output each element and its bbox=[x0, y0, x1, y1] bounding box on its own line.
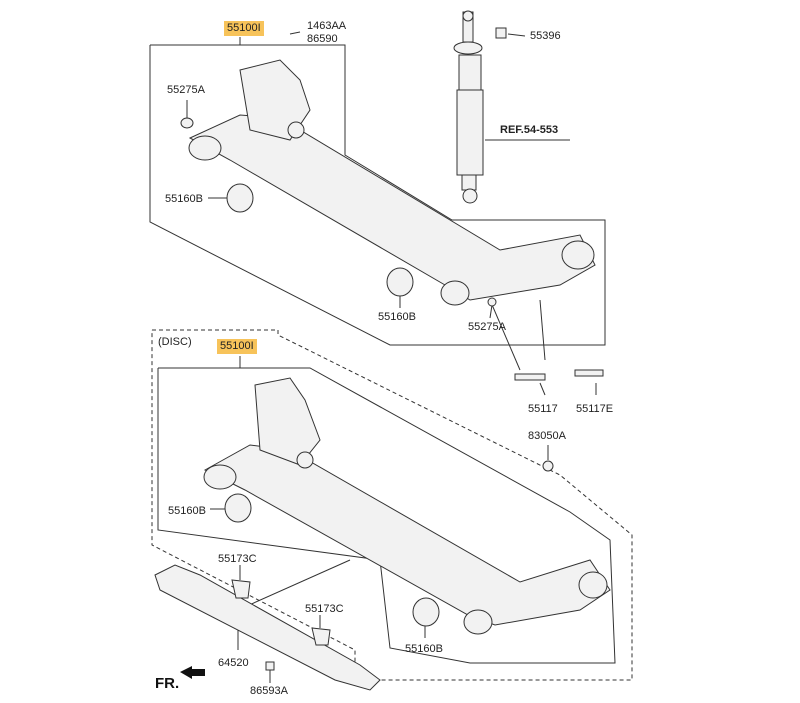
label-55117: 55117 bbox=[528, 403, 558, 415]
label-86593a: 86593A bbox=[250, 685, 288, 697]
disc-dashed-frame bbox=[151, 329, 633, 681]
bracket-assembly bbox=[154, 564, 381, 691]
label-fr: FR. bbox=[155, 675, 180, 692]
label-55100i-1: 55100I bbox=[224, 21, 264, 36]
label-55173c-1: 55173C bbox=[218, 553, 257, 565]
leader-1463aa bbox=[289, 31, 301, 35]
label-55160b-2: 55160B bbox=[378, 311, 416, 323]
label-64520: 64520 bbox=[218, 657, 249, 669]
label-55117e: 55117E bbox=[576, 403, 614, 415]
label-86590: 86590 bbox=[307, 33, 338, 45]
label-55396: 55396 bbox=[530, 30, 561, 42]
label-55100i-2: 55100I bbox=[217, 339, 257, 354]
bolt-55396 bbox=[495, 27, 507, 39]
label-55275a-mid: 55275A bbox=[468, 321, 506, 333]
upper-axle bbox=[180, 59, 604, 381]
leader-bracket bbox=[237, 559, 351, 611]
label-disc: (DISC) bbox=[158, 336, 192, 348]
leader-55117 bbox=[539, 382, 546, 396]
label-ref: REF.54-553 bbox=[500, 124, 559, 136]
leader-bolt-a bbox=[489, 299, 521, 371]
leader-55275a-mid bbox=[489, 304, 493, 319]
shock-absorber bbox=[453, 10, 484, 204]
label-1463aa: 1463AA bbox=[307, 20, 347, 32]
lower-assembly-frame bbox=[157, 367, 616, 664]
leader-55396 bbox=[507, 33, 526, 37]
label-83050a: 83050A bbox=[528, 430, 566, 442]
leader-bolt-b bbox=[539, 299, 546, 361]
label-55160b-3: 55160B bbox=[168, 505, 206, 517]
fr-arrow bbox=[180, 666, 205, 679]
label-55160b-4: 55160B bbox=[405, 643, 443, 655]
label-55275a-top: 55275A bbox=[167, 84, 205, 96]
upper-assembly-frame bbox=[149, 44, 606, 346]
label-55173c-2: 55173C bbox=[305, 603, 344, 615]
label-55160b-1: 55160B bbox=[165, 193, 203, 205]
lower-axle bbox=[203, 377, 611, 635]
